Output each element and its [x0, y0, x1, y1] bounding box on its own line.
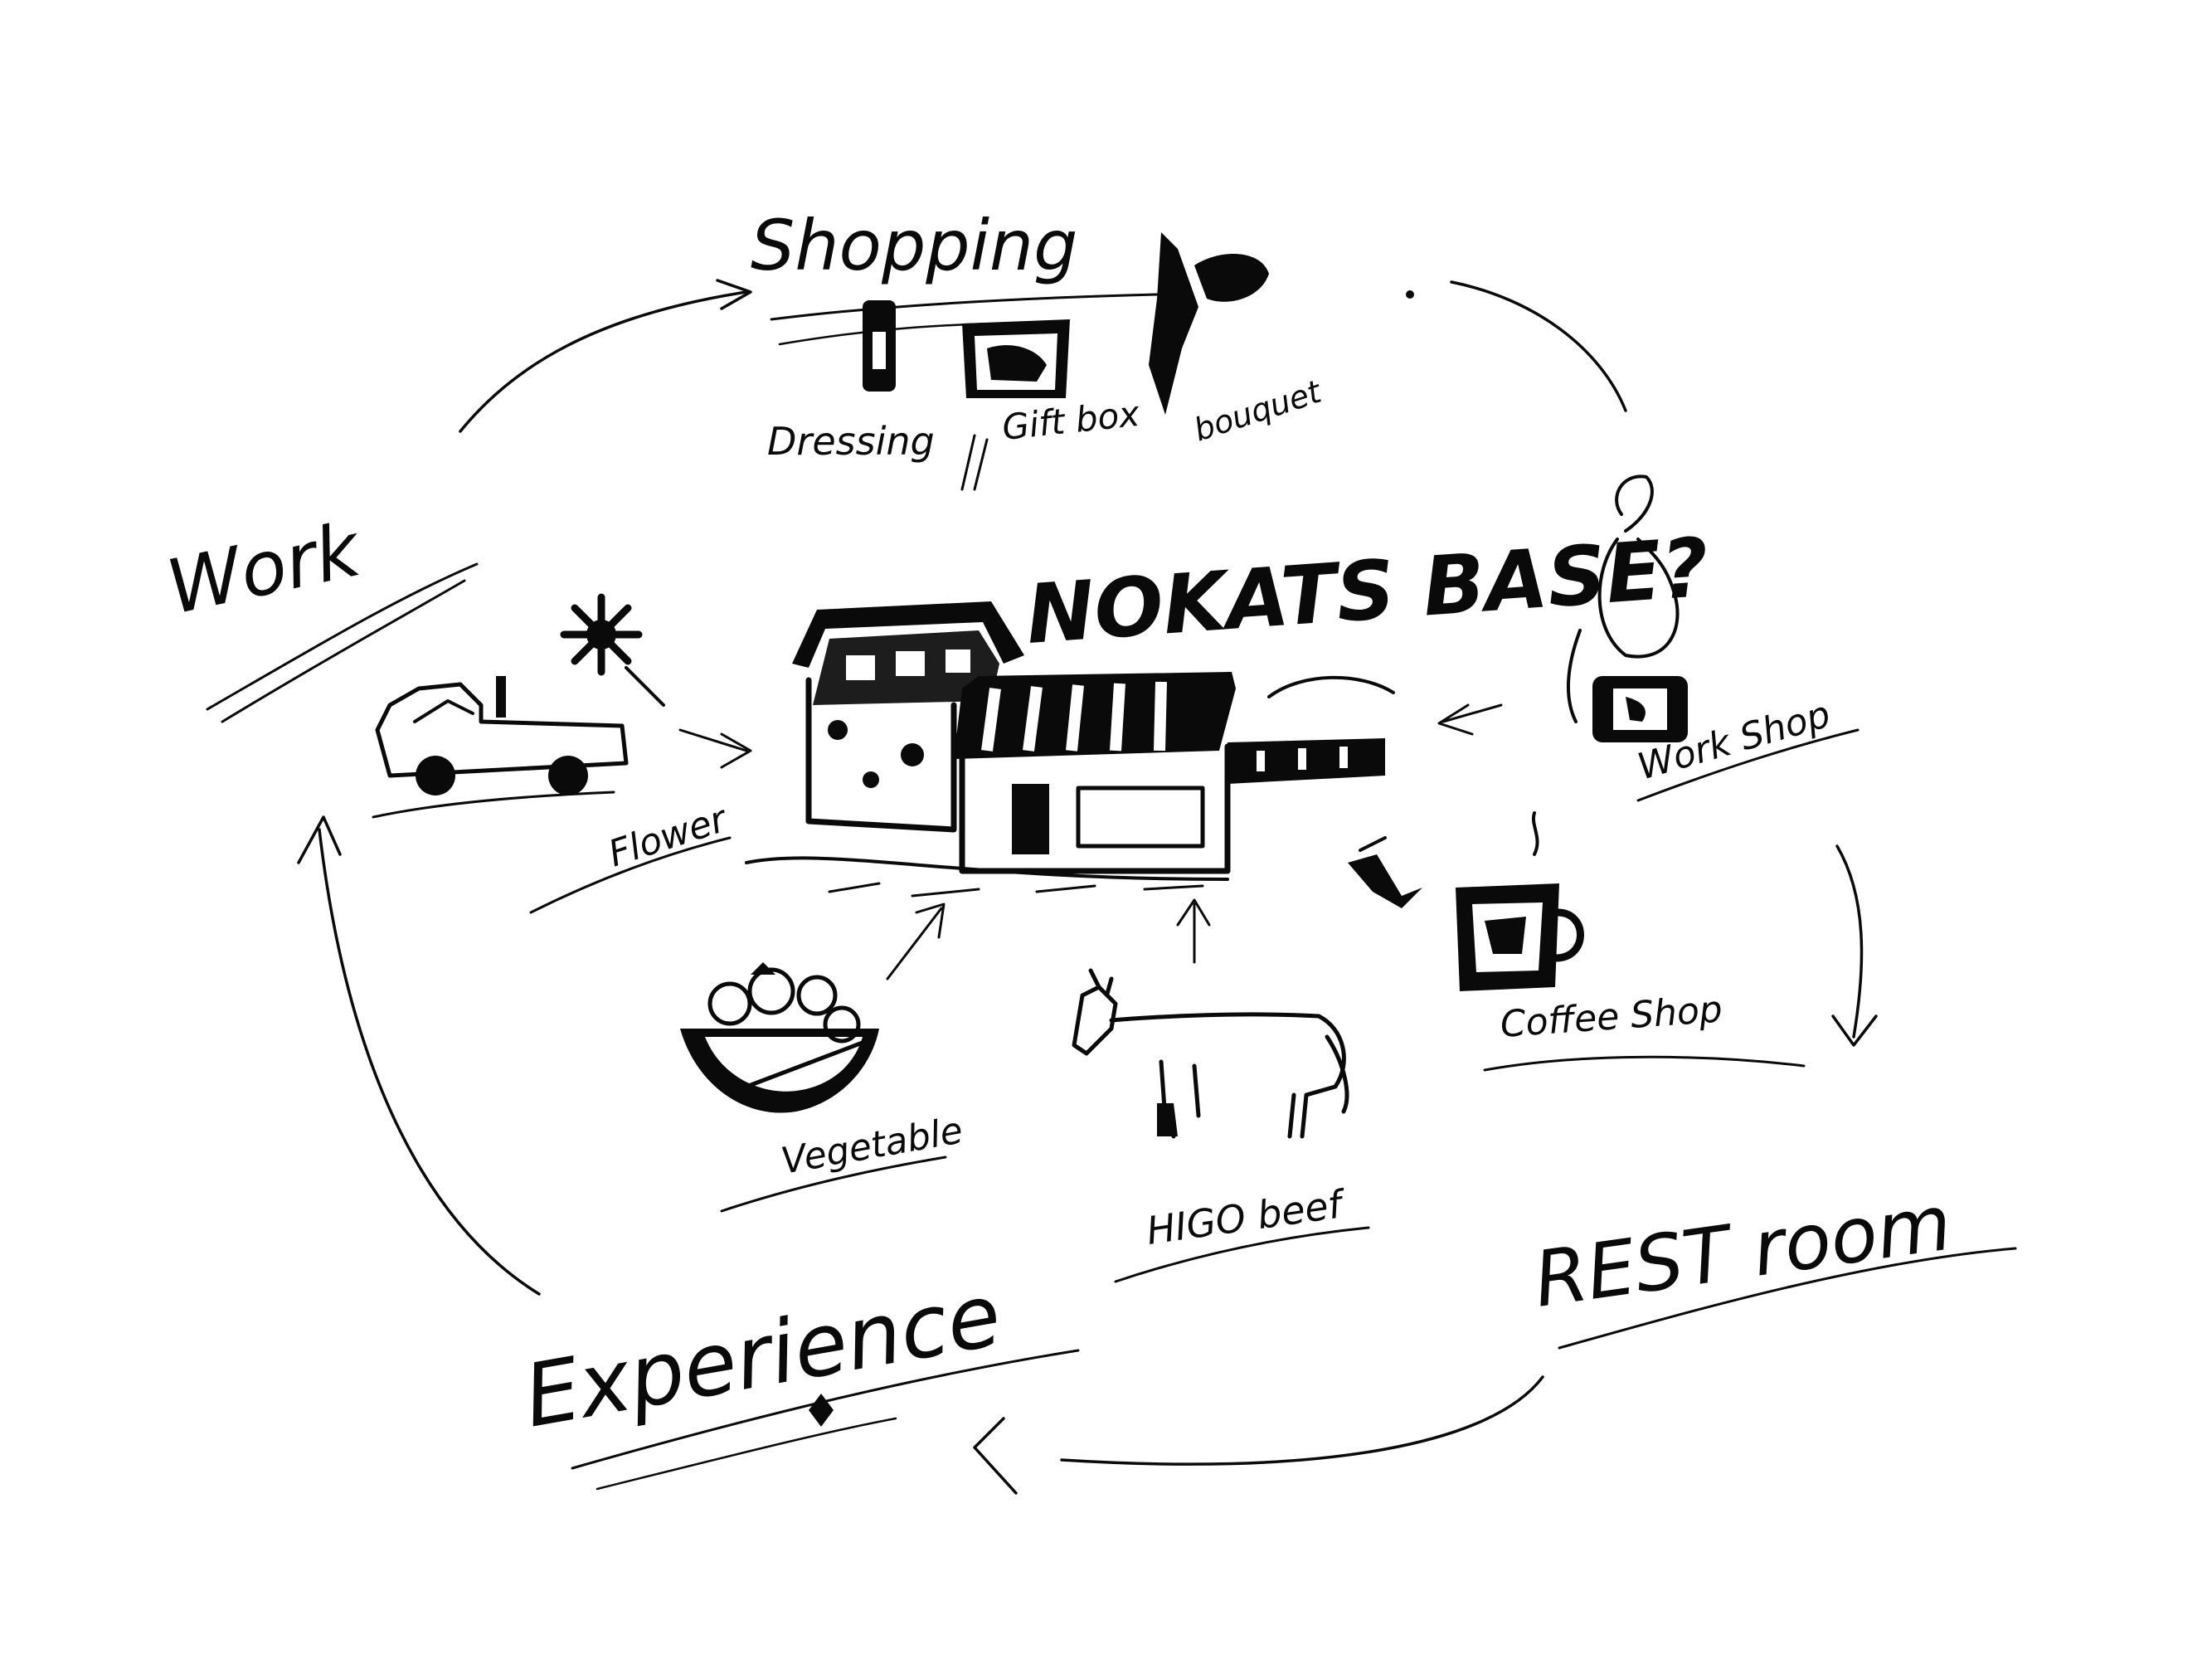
bouquet-icon: [1149, 232, 1269, 415]
cow-icon: [1072, 968, 1349, 1139]
arrowhead-left: [297, 815, 342, 864]
underline-work-2: [221, 579, 466, 723]
underline-work-shop: [1636, 728, 1860, 802]
underline-flower: [529, 836, 732, 914]
underline-vegetable: [720, 1155, 947, 1213]
arrowhead-shopping: [716, 279, 752, 310]
truck-icon: [372, 676, 629, 819]
arrowhead-bottom: [973, 1417, 1018, 1495]
arc-bottom: [1060, 1375, 1544, 1466]
label-nokats-base: NOKATS BASE?: [1023, 521, 1712, 663]
label-higo-beef: HIGO beef: [1144, 1181, 1349, 1253]
label-bouquet: bouquet: [1189, 372, 1327, 448]
arrow-workshop-to-base: [1441, 703, 1503, 723]
label-dressing: Dressing: [767, 419, 935, 464]
arrow-veg-to-base: [886, 907, 943, 980]
underline-coffee-shop: [1483, 1055, 1806, 1072]
inner-arrows: [678, 434, 1503, 980]
label-shopping: Shopping: [751, 205, 1078, 286]
gift-box-icon: [962, 319, 1070, 398]
arc-top-right: [1450, 280, 1627, 412]
coffee-cup-icon: [1456, 811, 1584, 991]
underline-shopping: [770, 293, 1159, 321]
label-coffee-shop: Coffee Shop: [1499, 988, 1723, 1046]
label-rest-room: REST room: [1529, 1178, 1957, 1324]
bird-icon: [1348, 836, 1422, 908]
label-work: Work: [160, 506, 371, 632]
underline-higo-beef: [1114, 1226, 1370, 1283]
arc-left-up: [318, 828, 541, 1296]
arrowhead-rest-room: [1831, 1014, 1878, 1047]
flower-icon: [560, 593, 665, 707]
label-gift-box: Gift box: [1000, 393, 1142, 448]
label-flower: Flower: [604, 797, 734, 875]
underline-work: [206, 562, 479, 711]
arrow-goods-to-base: [960, 434, 976, 491]
shop-building-icon: [745, 601, 1395, 898]
decorative-marks: [809, 290, 1414, 1427]
underline-rest-room: [1558, 1247, 2017, 1350]
underline-experience: [571, 1349, 1080, 1470]
label-experience: Experience: [517, 1264, 1008, 1447]
arc-right-down: [1835, 844, 1864, 1039]
chef-icon: [1567, 474, 1688, 742]
dressing-bottle-icon: [863, 300, 896, 392]
cycle-arrows: [297, 279, 1878, 1495]
underline-experience-2: [596, 1417, 897, 1491]
vegetable-basket-icon: [680, 962, 879, 1113]
arrow-truck-to-base: [678, 728, 748, 752]
arrow-work-to-shopping: [459, 290, 748, 433]
